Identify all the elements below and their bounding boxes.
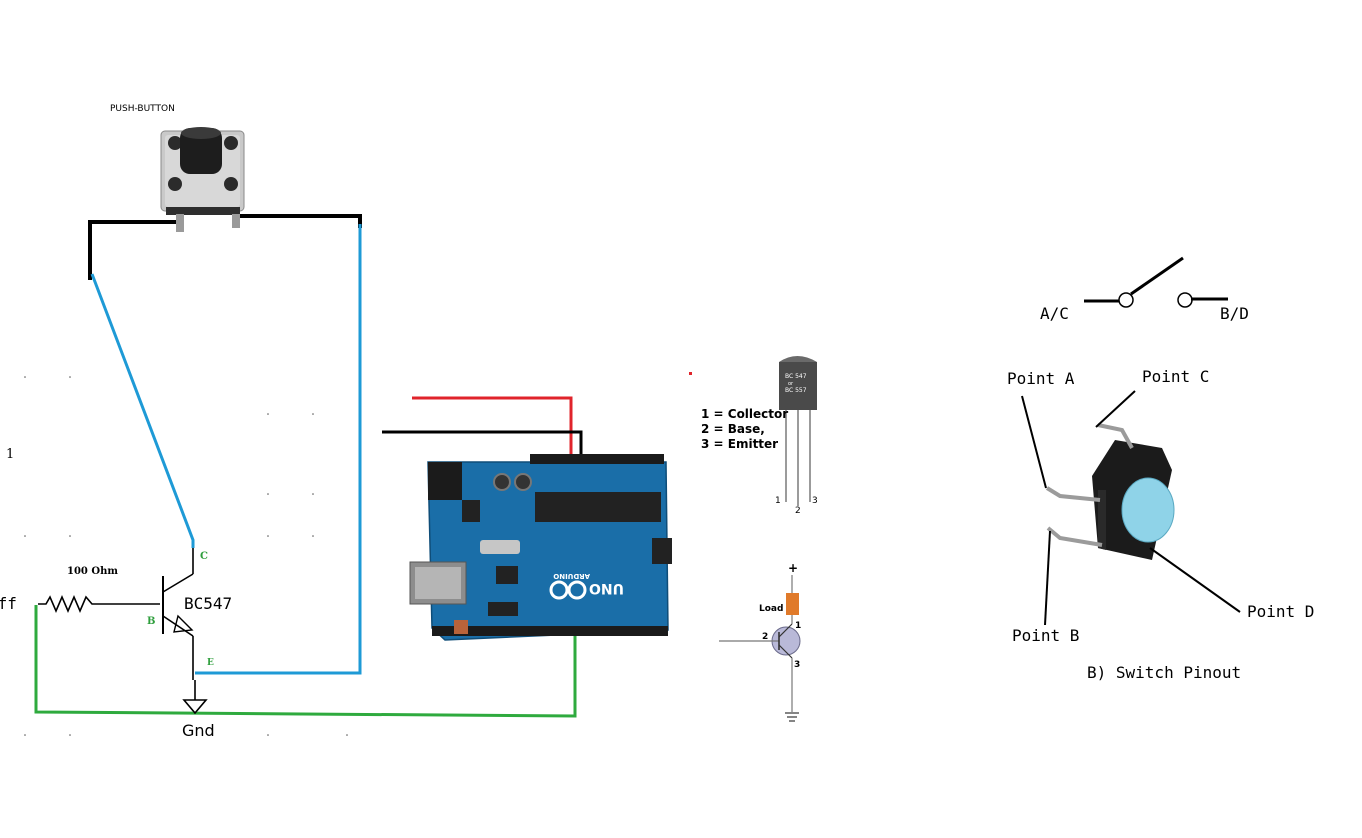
wire-black-button-left (88, 220, 176, 280)
arduino-logo: UNO ARDUINO (549, 572, 624, 600)
emitter-arrow (173, 614, 194, 633)
load-label: Load (759, 604, 783, 614)
stray-mark: 1 (6, 447, 14, 462)
ground-symbol (182, 699, 208, 715)
load-resistor (786, 593, 799, 615)
schematic: Off 1 100 Ohm BC547 C B E Gnd (0, 447, 232, 740)
load-pin-2: 2 (762, 632, 768, 642)
pin-c-label: C (200, 551, 208, 562)
switch-lever (1130, 256, 1184, 296)
wires (34, 214, 583, 718)
red-dot (689, 372, 692, 375)
wire-black-button-right (240, 214, 362, 228)
wire-green-ground (34, 605, 577, 718)
transistor-body-line-3: BC 557 (785, 387, 807, 394)
load-pin-1: 1 (795, 621, 801, 631)
switch-contact-right (1177, 292, 1193, 308)
switch-cap (1121, 477, 1175, 543)
point-b-label: Point B (1012, 626, 1079, 645)
wire-red-5v (412, 396, 573, 460)
transistor-emitter-leg (162, 615, 194, 637)
arduino-model-text: UNO (589, 580, 624, 596)
pinout-line-collector: 1 = Collector (701, 407, 788, 421)
pinout-line-base: 2 = Base, (701, 422, 765, 436)
transistor-body-line-2: or (788, 381, 794, 387)
point-c-label: Point C (1142, 367, 1209, 386)
wire-blue-to-collector (90, 273, 195, 548)
push-button-title: PUSH-BUTTON (110, 104, 175, 114)
arduino-uno-board: UNO ARDUINO (409, 454, 672, 641)
leg-number-1: 1 (775, 496, 781, 506)
pinout-line-emitter: 3 = Emitter (701, 437, 778, 451)
symbol-label-ac: A/C (1040, 304, 1069, 323)
transistor-pinout: BC 547 or BC 557 1 2 3 1 = Collector 2 =… (689, 356, 818, 516)
load-pin-3: 3 (794, 660, 800, 670)
transistor-label: BC547 (184, 594, 232, 613)
switch-pinout: A/C B/D Point A Point C Point B Point D … (1007, 256, 1314, 682)
pin-e-label: E (207, 658, 214, 668)
leg-number-2: 2 (795, 506, 801, 516)
grid-dots (24, 376, 348, 736)
point-d-label: Point D (1247, 602, 1314, 621)
symbol-label-bd: B/D (1220, 304, 1249, 323)
wire-black-gnd (382, 430, 583, 460)
transistor-body-line-1: BC 547 (785, 373, 807, 380)
resistor-label: 100 Ohm (67, 566, 118, 577)
pin-b-label: B (147, 616, 155, 627)
push-button-photo (160, 127, 245, 232)
leg-number-3: 3 (812, 496, 818, 506)
transistor-collector-leg (162, 573, 194, 593)
switch-contact-left (1118, 292, 1134, 308)
wire-blue-right (195, 224, 362, 675)
point-a-label: Point A (1007, 369, 1075, 388)
off-text: Off (0, 594, 17, 613)
load-circuit: + Load 1 2 3 (719, 561, 801, 722)
ground-label: Gnd (182, 721, 215, 740)
resistor-symbol (38, 594, 160, 614)
supply-plus: + (788, 561, 798, 575)
switch-pinout-caption: B) Switch Pinout (1087, 663, 1241, 682)
arduino-brand-text: ARDUINO (553, 572, 590, 580)
